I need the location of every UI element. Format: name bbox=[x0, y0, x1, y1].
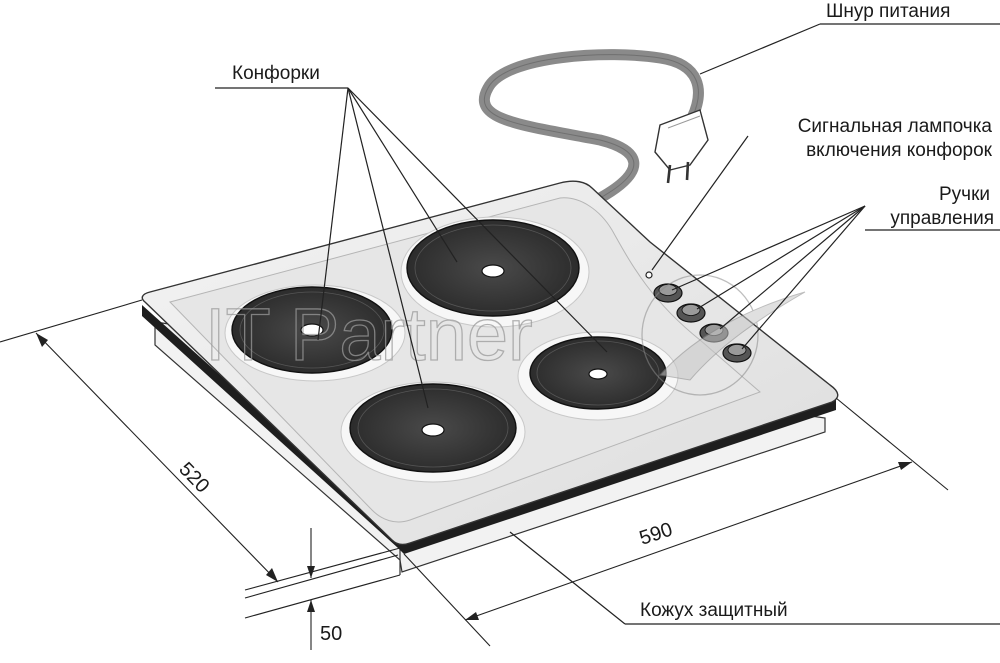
label-indicator-line1: Сигнальная лампочка bbox=[798, 116, 993, 137]
power-cord-leader bbox=[699, 23, 1000, 75]
label-knobs-line2: управления bbox=[890, 208, 994, 229]
dimension-depth bbox=[0, 299, 399, 599]
casing-leader bbox=[509, 531, 1000, 625]
burner-front-right bbox=[529, 336, 667, 410]
burner-front-left bbox=[349, 383, 517, 473]
dimension-width bbox=[403, 397, 949, 647]
watermark-text: IT Partner bbox=[205, 293, 533, 376]
label-indicator-line2: включения конфорок bbox=[806, 140, 993, 161]
knobs-leaders bbox=[671, 205, 1000, 350]
watermark-swoosh-icon bbox=[641, 274, 806, 396]
dimension-height bbox=[244, 528, 401, 650]
indicator-lamp-icon bbox=[645, 271, 653, 279]
control-knob-4 bbox=[722, 343, 752, 363]
dimension-depth-value: 520 bbox=[174, 458, 213, 497]
label-burners: Конфорки bbox=[232, 63, 320, 84]
burner-rear-left bbox=[231, 286, 393, 374]
label-power-cord: Шнур питания bbox=[826, 1, 950, 22]
power-plug-icon bbox=[654, 109, 709, 184]
burners-leaders bbox=[215, 87, 608, 409]
label-knobs-line1: Ручки bbox=[939, 184, 990, 205]
label-casing: Кожух защитный bbox=[640, 600, 788, 621]
dimension-width-value: 590 bbox=[637, 519, 676, 550]
burner-rear-right bbox=[406, 219, 580, 317]
dimension-height-value: 50 bbox=[320, 623, 342, 645]
indicator-leader bbox=[651, 135, 749, 271]
